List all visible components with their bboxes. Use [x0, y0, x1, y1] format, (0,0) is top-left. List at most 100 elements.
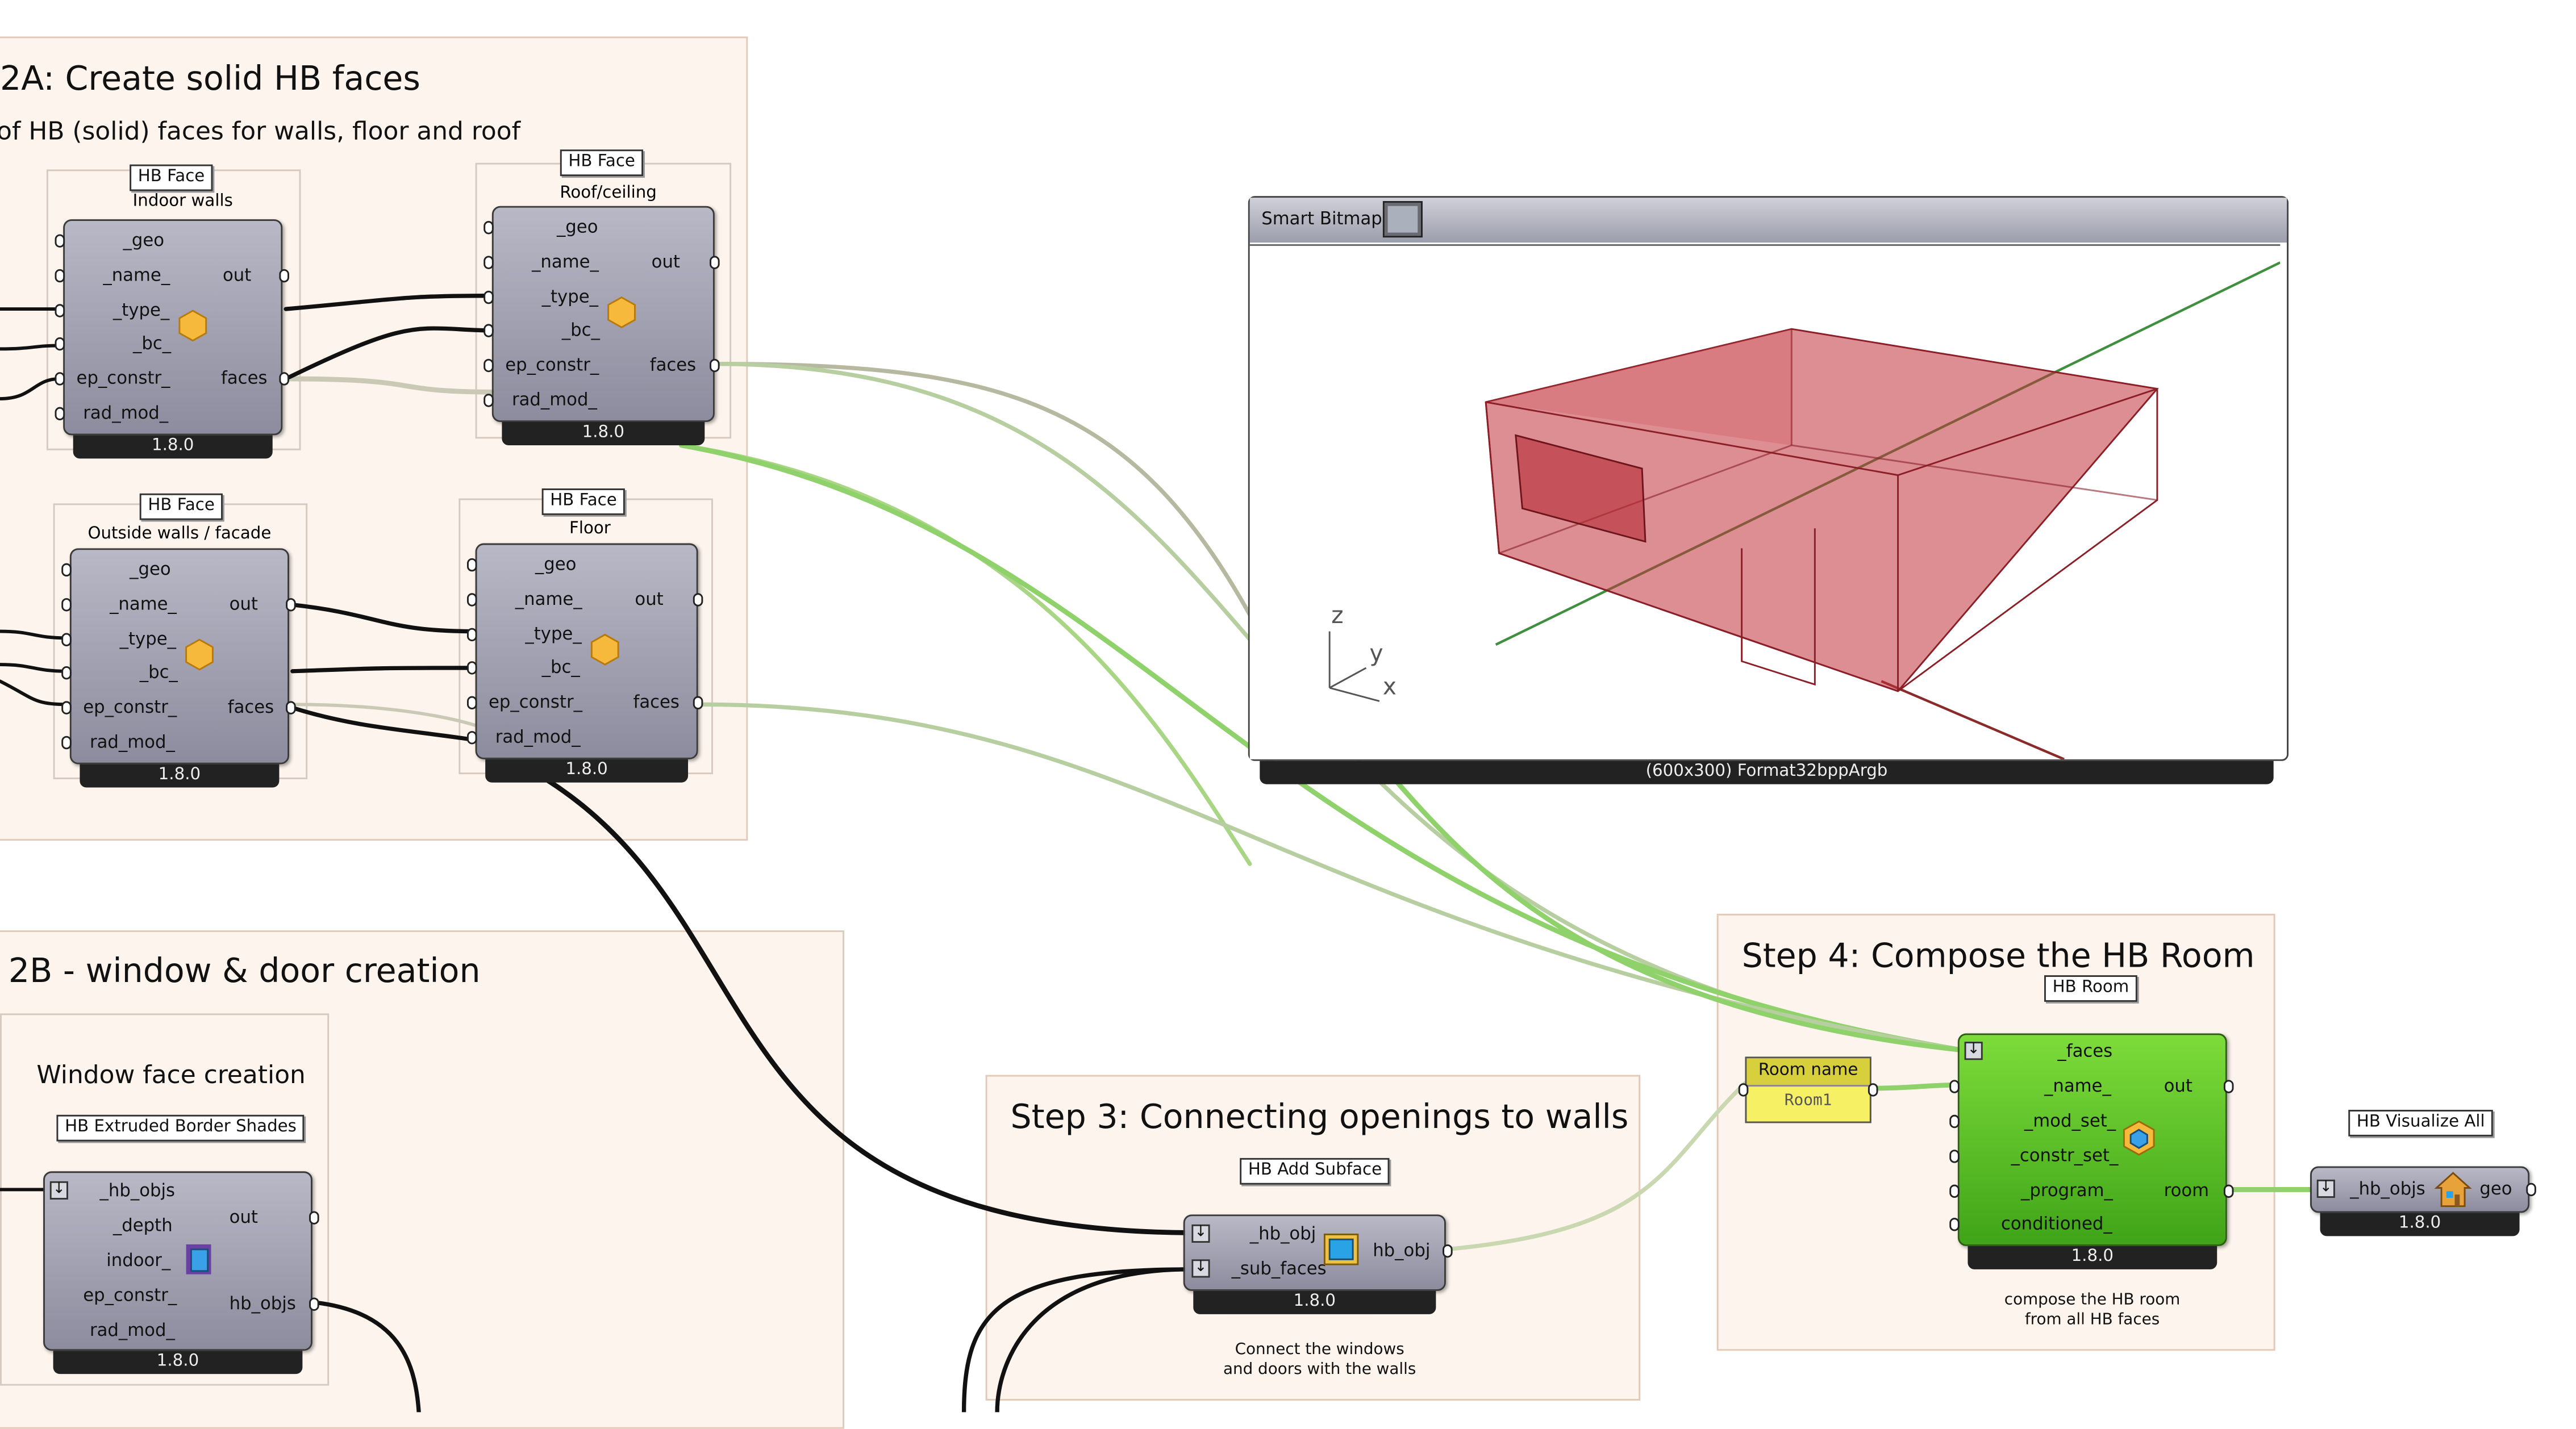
input-pin[interactable] — [55, 269, 65, 283]
input-pin[interactable] — [483, 290, 494, 304]
input-ep-constr[interactable]: ep_constr_ — [83, 1286, 177, 1306]
output-pin[interactable] — [286, 598, 296, 612]
output-room[interactable]: room — [2164, 1181, 2210, 1201]
input-name[interactable]: _name_ — [515, 590, 582, 610]
hbface-node-floor[interactable] — [475, 543, 698, 759]
input-type[interactable]: _type_ — [541, 287, 598, 308]
input-bc[interactable]: _bc_ — [139, 663, 178, 683]
input-sub-faces[interactable]: _sub_faces — [1231, 1259, 1327, 1280]
input-name[interactable]: _name_ — [532, 252, 599, 273]
input-pin[interactable] — [61, 563, 72, 577]
input-pin[interactable] — [61, 666, 72, 680]
input-hb-obj[interactable]: _hb_obj — [1249, 1224, 1316, 1244]
input-pin[interactable] — [61, 598, 72, 612]
output-pin[interactable] — [286, 701, 296, 714]
input-pin[interactable] — [466, 731, 477, 745]
arrow-down-icon[interactable]: ↓ — [1191, 1224, 1210, 1243]
input-rad-mod[interactable]: rad_mod_ — [83, 403, 169, 424]
output-faces[interactable]: faces — [221, 369, 268, 389]
input-ep-constr[interactable]: ep_constr_ — [489, 692, 582, 713]
hb-room-node[interactable] — [1957, 1033, 2227, 1246]
output-pin[interactable] — [1443, 1244, 1453, 1258]
output-pin[interactable] — [2223, 1080, 2234, 1093]
input-pin[interactable] — [55, 304, 65, 317]
output-out[interactable]: out — [2164, 1076, 2192, 1097]
input-mod-set[interactable]: _mod_set_ — [2024, 1111, 2116, 1132]
output-pin[interactable] — [710, 358, 720, 373]
input-ep-constr[interactable]: ep_constr_ — [505, 355, 599, 376]
output-hb-objs[interactable]: hb_objs — [229, 1294, 296, 1314]
input-pin[interactable] — [61, 633, 72, 646]
input-geo[interactable]: _geo — [123, 231, 165, 251]
input-hb-objs[interactable]: _hb_objs — [99, 1181, 176, 1201]
input-pin[interactable] — [1949, 1150, 1960, 1163]
output-pin[interactable] — [1868, 1083, 1878, 1097]
arrow-down-icon[interactable]: ↓ — [1191, 1259, 1210, 1278]
input-pin[interactable] — [483, 221, 494, 235]
input-pin[interactable] — [466, 628, 477, 642]
hbface-node-outside[interactable] — [69, 548, 289, 764]
input-pin[interactable] — [466, 661, 477, 675]
input-bc[interactable]: _bc_ — [541, 658, 580, 678]
input-pin[interactable] — [55, 407, 65, 421]
hbface-node-indoor[interactable] — [63, 219, 283, 436]
output-out[interactable]: out — [222, 266, 252, 286]
input-pin[interactable] — [483, 256, 494, 269]
input-name[interactable]: _name_ — [110, 595, 177, 615]
output-faces[interactable]: faces — [633, 692, 680, 713]
input-type[interactable]: _type_ — [112, 300, 170, 321]
output-pin[interactable] — [693, 593, 703, 607]
input-type[interactable]: _type_ — [119, 629, 176, 650]
room-name-value[interactable]: Room1 — [1784, 1091, 1832, 1110]
output-out[interactable]: out — [635, 590, 664, 610]
input-depth[interactable]: _depth — [112, 1216, 173, 1236]
input-pin[interactable] — [55, 372, 65, 386]
input-pin[interactable] — [61, 701, 72, 714]
output-geo[interactable]: geo — [2479, 1179, 2512, 1200]
input-pin[interactable] — [1738, 1083, 1749, 1097]
output-hb-obj[interactable]: hb_obj — [1373, 1241, 1431, 1261]
input-pin[interactable] — [466, 593, 477, 607]
input-pin[interactable] — [1949, 1184, 1960, 1198]
output-pin[interactable] — [309, 1297, 319, 1311]
hbface-node-roof[interactable] — [491, 206, 715, 423]
input-pin[interactable] — [483, 394, 494, 407]
input-pin[interactable] — [483, 324, 494, 337]
input-pin[interactable] — [466, 558, 477, 572]
input-pin[interactable] — [1949, 1114, 1960, 1129]
input-pin[interactable] — [61, 736, 72, 750]
input-ep-constr[interactable]: ep_constr_ — [76, 369, 170, 389]
output-pin[interactable] — [2526, 1183, 2536, 1197]
input-program[interactable]: _program_ — [2021, 1181, 2113, 1201]
output-pin[interactable] — [309, 1211, 319, 1225]
output-out[interactable]: out — [651, 252, 681, 273]
input-name[interactable]: _name_ — [2044, 1076, 2111, 1097]
input-type[interactable]: _type_ — [525, 624, 582, 645]
arrow-down-icon[interactable]: ↓ — [2316, 1179, 2335, 1198]
input-geo[interactable]: _geo — [556, 218, 598, 238]
input-pin[interactable] — [1949, 1218, 1960, 1231]
input-pin[interactable] — [483, 358, 494, 373]
output-pin[interactable] — [279, 372, 289, 386]
output-pin[interactable] — [279, 269, 289, 283]
arrow-down-icon[interactable]: ↓ — [49, 1181, 68, 1200]
output-pin[interactable] — [710, 256, 720, 269]
visualize-all-node[interactable] — [2310, 1166, 2530, 1213]
input-geo[interactable]: _geo — [130, 559, 171, 580]
output-faces[interactable]: faces — [649, 355, 697, 376]
input-geo[interactable]: _geo — [535, 555, 577, 575]
arrow-down-icon[interactable]: ↓ — [1964, 1042, 1983, 1060]
input-pin[interactable] — [466, 696, 477, 710]
input-indoor[interactable]: indoor_ — [106, 1251, 171, 1271]
input-rad-mod[interactable]: rad_mod_ — [511, 390, 597, 411]
input-conditioned[interactable]: conditioned_ — [2000, 1214, 2112, 1235]
input-pin[interactable] — [55, 234, 65, 248]
input-rad-mod[interactable]: rad_mod_ — [495, 728, 581, 748]
output-pin[interactable] — [2223, 1184, 2234, 1198]
output-pin[interactable] — [693, 696, 703, 710]
input-name[interactable]: _name_ — [103, 266, 170, 286]
room-name-panel[interactable]: Room name Room1 — [1745, 1056, 1871, 1123]
input-faces[interactable]: _faces — [2057, 1042, 2113, 1062]
input-bc[interactable]: _bc_ — [133, 333, 172, 354]
